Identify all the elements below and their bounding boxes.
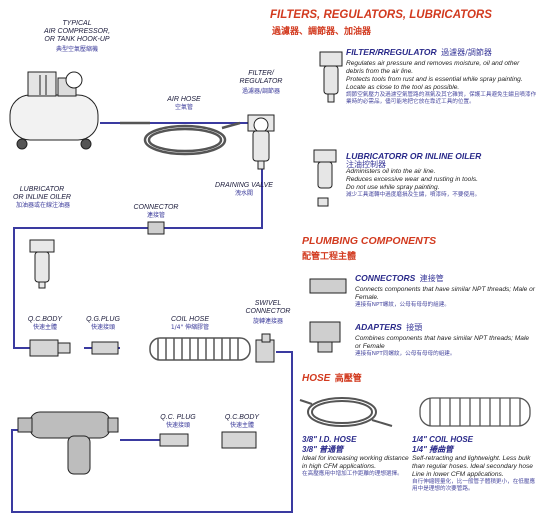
product-coil-hose-image (419, 397, 531, 427)
connectors-title-cn: 連接管 (419, 274, 444, 283)
product-filter-image (319, 51, 343, 103)
air-hose-label: AIR HOSE (167, 96, 201, 103)
coil-hose-label-cn: 1/4" 伸縮膠管 (170, 324, 210, 331)
connectors-title: CONNECTORS (355, 273, 416, 283)
qg-plug-label: Q.G.PLUG (86, 316, 120, 323)
air-compressor (9, 71, 99, 150)
coil-hose-label: COIL HOSE (171, 316, 209, 323)
id-hose-desc-cn: 在高壓應用中增加工作距離的理想選擇。 (302, 471, 403, 477)
qg-plug-label-cn: 快速接頭 (90, 324, 115, 331)
compressor-label: TYPICAL AIR COMPRESSOR, OR TANK HOOK-UP (43, 20, 111, 43)
page-title: FILTERS, REGULATORS, LUBRICATORS (270, 9, 492, 21)
adapters-desc-cn: 連接有NPT同螺紋，公母有母母的組建。 (355, 351, 456, 357)
filter-regulator-block: FILTER/RREGULATOR 過濾器/調節器 Regulates air … (346, 42, 538, 106)
qc-body2-label: Q.C.BODY (224, 414, 260, 421)
draining-valve-label-cn: 洩水閥 (234, 190, 253, 197)
impact-wrench-graphic (17, 411, 119, 475)
air-hose-graphic (120, 121, 241, 156)
lubricator-title-cn: 注油控制器 (346, 160, 386, 169)
filter-regulator-graphic (247, 114, 275, 170)
air-hose-label-cn: 空氣管 (174, 104, 193, 111)
filter-regulator-label-cn: 過濾器/調節器 (241, 88, 281, 95)
qc-body2-label-cn: 快速主體 (229, 422, 254, 429)
hose-title: HOSE (302, 373, 331, 384)
lubricator-desc-cn: 減少工具運轉中過度磨損及生鏽，噴漆時，不要使用。 (346, 192, 481, 198)
adapters-title: ADAPTERS (355, 322, 402, 332)
adapters-title-cn: 接頭 (406, 323, 423, 332)
coil-hose-desc-cn: 自行伸縮輕量化，比一般管子體積更小，在低壓應用中是理想的次要管路。 (412, 479, 536, 492)
id-hose-title-cn: 3/8" 普通管 (302, 445, 344, 454)
page-title-cn: 過濾器、調節器、加油器 (272, 27, 372, 37)
plumbing-title-cn: 配管工程主體 (302, 252, 357, 262)
swivel-connector-label: SWIVEL CONNECTOR (245, 300, 291, 315)
air-line-path (11, 122, 293, 513)
connector-label-cn: 連接管 (146, 212, 165, 219)
qc-body-label: Q.C.BODY (27, 316, 63, 323)
adapters-desc: Combines components that have similar NP… (355, 335, 530, 350)
lubricator-desc: Administers oil into the air line. Reduc… (346, 168, 478, 191)
connectors-desc: Connects components that have similar NP… (355, 286, 535, 301)
coil-hose-title: 1/4" COIL HOSE (412, 435, 473, 444)
swivel-connector-label-cn: 旋轉連接器 (252, 318, 283, 325)
compressor-label-cn: 典型空氣壓縮機 (55, 46, 98, 53)
connector-graphic (147, 221, 165, 235)
id-hose-desc: Ideal for increasing working distance in… (302, 455, 409, 470)
hose-heading: HOSE 高壓管 (302, 368, 362, 386)
product-id-hose-image (299, 397, 393, 427)
lubricator-label: LUBRICATOR OR INLINE OILER (13, 186, 71, 201)
connectors-block: CONNECTORS 連接管 Connects components that … (355, 268, 535, 309)
qc-body-label-cn: 快速主體 (32, 324, 57, 331)
product-adapter-image (309, 321, 341, 353)
qc-plug2-label: Q.C. PLUG (160, 414, 196, 421)
swivel-connector-graphic (255, 333, 275, 363)
lubricator-label-cn: 加油器或在線注油器 (15, 202, 70, 209)
filter-regulator-title: FILTER/RREGULATOR (346, 47, 437, 57)
connector-label: CONNECTOR (133, 204, 179, 211)
draining-valve-label: DRAINING VALVE (215, 182, 273, 189)
qc-bottom-graphic (159, 431, 257, 449)
qc-components-graphic (29, 339, 119, 357)
filter-regulator-desc-cn: 調節空氣壓力及過濾空氣管路的濕氣及其它雜質，保護工具避免生鏽且噴漆作業時的必需品… (346, 92, 537, 105)
hose-title-cn: 高壓管 (334, 374, 362, 384)
filter-regulator-desc: Regulates air pressure and removes moist… (346, 60, 523, 91)
coil-hose-title-cn: 1/4" 捲曲管 (412, 445, 454, 454)
lubricator-block: LUBRICATORR OR INLINE OILER 注油控制器 Admini… (346, 151, 538, 199)
id-hose-block: 3/8" I.D. HOSE 3/8" 普通管 Ideal for increa… (302, 435, 412, 478)
coil-hose-graphic (149, 337, 251, 361)
filter-regulator-label: FILTER/ REGULATOR (239, 70, 283, 85)
lubricator-graphic (29, 239, 55, 289)
coil-hose-desc: Self-retracting and lightweight. Less bu… (412, 455, 533, 478)
product-lubricator-image (313, 149, 337, 207)
lubricator-title: LUBRICATORR OR INLINE OILER (346, 151, 482, 161)
connectors-desc-cn: 連接有NPT螺紋，公母有母母的組建。 (355, 302, 450, 308)
plumbing-title: PLUMBING COMPONENTS (302, 235, 437, 247)
adapters-block: ADAPTERS 接頭 Combines components that hav… (355, 317, 535, 358)
id-hose-title: 3/8" I.D. HOSE (302, 435, 357, 444)
product-connector-image (309, 278, 347, 294)
filter-regulator-title-cn: 過濾器/調節器 (441, 48, 492, 57)
qc-plug2-label-cn: 快速接頭 (165, 422, 190, 429)
coil-hose-block: 1/4" COIL HOSE 1/4" 捲曲管 Self-retracting … (412, 435, 538, 493)
